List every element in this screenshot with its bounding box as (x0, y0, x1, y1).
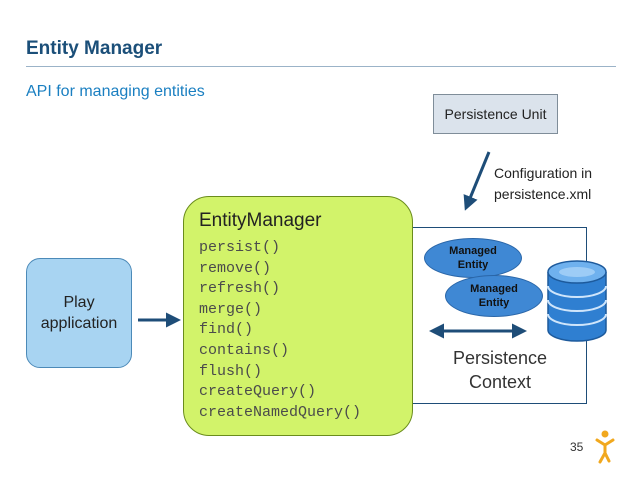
method-item: flush() (199, 362, 263, 380)
managed-entity-1: Managed Entity (424, 238, 522, 278)
persistence-context-label: Persistence Context (430, 346, 570, 394)
managed-entity-2: Managed Entity (445, 275, 543, 317)
config-note: Configuration in persistence.xml (494, 163, 592, 205)
method-item: createQuery() (199, 383, 317, 401)
title-divider (26, 66, 616, 67)
persistence-unit-box: Persistence Unit (433, 94, 558, 134)
managed-entity-1-line-2: Entity (457, 259, 489, 271)
play-application-line-1: Play (63, 294, 95, 311)
persistence-context-line-1: Persistence (452, 348, 548, 368)
play-application-line-2: application (40, 315, 118, 332)
entity-manager-box (183, 196, 413, 436)
persistence-unit-label: Persistence Unit (444, 106, 547, 122)
config-note-line-2: persistence.xml (494, 186, 592, 202)
method-item: remove() (199, 259, 272, 277)
method-item: createNamedQuery() (199, 403, 362, 421)
config-arrow (463, 151, 491, 211)
managed-entity-2-line-1: Managed (470, 283, 518, 295)
persistence-context-line-2: Context (468, 372, 532, 392)
entity-manager-methods: persist() remove() refresh() merge() fin… (199, 238, 361, 423)
managed-entity-2-line-2: Entity (478, 297, 510, 309)
method-item: refresh() (199, 280, 281, 298)
page-number: 35 (570, 440, 584, 454)
slide-subtitle: API for managing entities (26, 83, 205, 100)
play-application-box: Play application (26, 258, 132, 368)
method-item: find() (199, 321, 254, 339)
managed-entity-1-line-1: Managed (449, 245, 497, 257)
database-icon (547, 260, 607, 342)
stick-figure-logo-icon (595, 430, 615, 464)
slide-title: Entity Manager (26, 38, 163, 59)
method-item: contains() (199, 341, 290, 359)
config-note-line-1: Configuration in (494, 165, 593, 181)
entity-manager-title: EntityManager (199, 210, 322, 231)
method-item: merge() (199, 300, 263, 318)
method-item: persist() (199, 239, 281, 256)
